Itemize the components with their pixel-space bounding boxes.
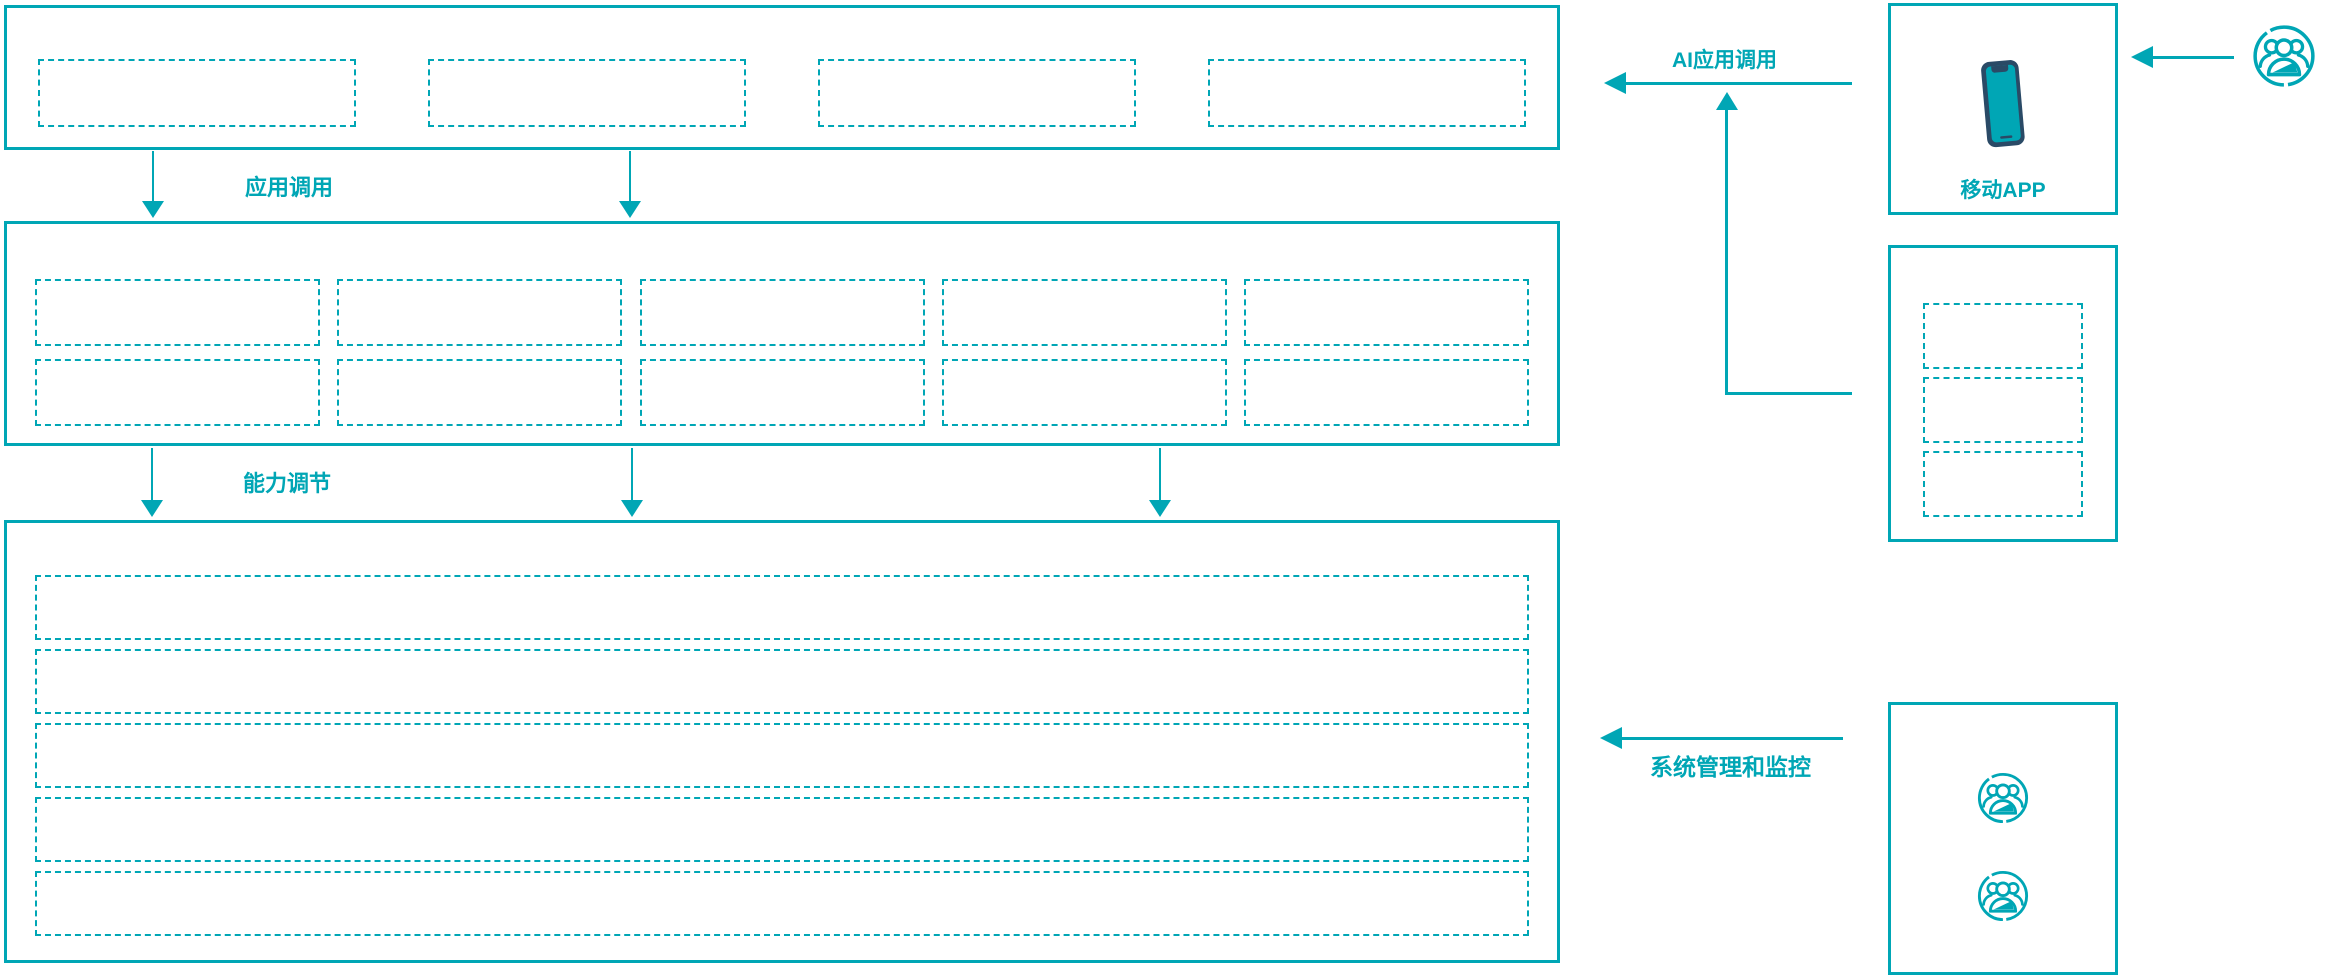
top-band-slot — [1208, 59, 1526, 127]
right-middle-slot — [1923, 451, 2083, 517]
right-bottom-box — [1888, 702, 2118, 975]
bottom-band-row — [35, 797, 1529, 862]
middle-band-slot — [941, 359, 1227, 426]
arrow-stem — [629, 151, 631, 201]
users-icon — [2253, 25, 2315, 87]
arrow-down-icon — [141, 500, 163, 517]
bottom-band-row — [35, 575, 1529, 640]
arrow-stem — [152, 151, 154, 201]
ai-app-call-arrow — [1604, 72, 1852, 94]
arrow-left-icon — [1600, 727, 1622, 749]
system-monitor-arrow — [1600, 727, 1843, 749]
mobile-app-label: 移动APP — [1960, 179, 2046, 202]
arrow-stem — [151, 448, 153, 500]
system-monitor-label: 系统管理和监控 — [1650, 754, 1811, 780]
middle-band-slot — [1244, 359, 1529, 426]
arrow-left-icon — [2131, 46, 2153, 68]
ai-app-call-label: AI应用调用 — [1672, 49, 1777, 72]
middle-band-slot — [35, 279, 320, 346]
middle-band-slots — [7, 224, 1557, 426]
arrow-down-icon — [619, 201, 641, 218]
middle-band-slot — [639, 359, 925, 426]
app-call-arrow — [142, 151, 164, 218]
capability-label: 能力调节 — [243, 471, 332, 496]
middle-band-slot — [1244, 279, 1529, 346]
arrow-stem — [1159, 448, 1161, 500]
middle-band — [4, 221, 1560, 446]
bottom-band-rows — [7, 523, 1557, 936]
users-icon — [1977, 772, 2029, 824]
capability-arrow — [1149, 448, 1171, 517]
arrow-left-icon — [1604, 72, 1626, 94]
bottom-band-row — [35, 723, 1529, 788]
top-band-slots — [7, 8, 1557, 127]
middle-band-slot — [337, 279, 623, 346]
capability-arrow — [621, 448, 643, 517]
app-call-arrow — [619, 151, 641, 218]
middle-band-slot — [35, 359, 320, 426]
right-middle-slot — [1923, 303, 2083, 369]
capability-arrow — [141, 448, 163, 517]
right-middle-slots — [1891, 248, 2115, 517]
top-band-slot — [818, 59, 1136, 127]
middle-band-slot — [639, 279, 925, 346]
top-band — [4, 5, 1560, 150]
arrow-line — [1622, 736, 1843, 740]
middle-band-slot — [941, 279, 1227, 346]
arrow-up-icon — [1716, 92, 1738, 110]
middle-band-slot — [337, 359, 623, 426]
arrow-line — [2153, 55, 2234, 59]
users-icon — [1977, 870, 2029, 922]
top-band-slot — [38, 59, 356, 127]
arrow-stem — [631, 448, 633, 500]
connector-vertical-line — [1725, 108, 1728, 395]
app-call-label: 应用调用 — [245, 175, 334, 200]
arrow-down-icon — [1149, 500, 1171, 517]
right-middle-slot — [1923, 377, 2083, 443]
bottom-band-row — [35, 871, 1529, 936]
arrow-down-icon — [142, 201, 164, 218]
arrow-down-icon — [621, 500, 643, 517]
bottom-band-row — [35, 649, 1529, 714]
connector-horizontal-line — [1725, 392, 1852, 395]
top-band-slot — [428, 59, 746, 127]
bottom-band — [4, 520, 1560, 963]
user-arrow — [2131, 46, 2234, 68]
smartphone-icon — [1981, 60, 2025, 148]
arrow-line — [1626, 81, 1852, 85]
mobile-app-box: 移动APP — [1888, 3, 2118, 215]
right-middle-box — [1888, 245, 2118, 542]
